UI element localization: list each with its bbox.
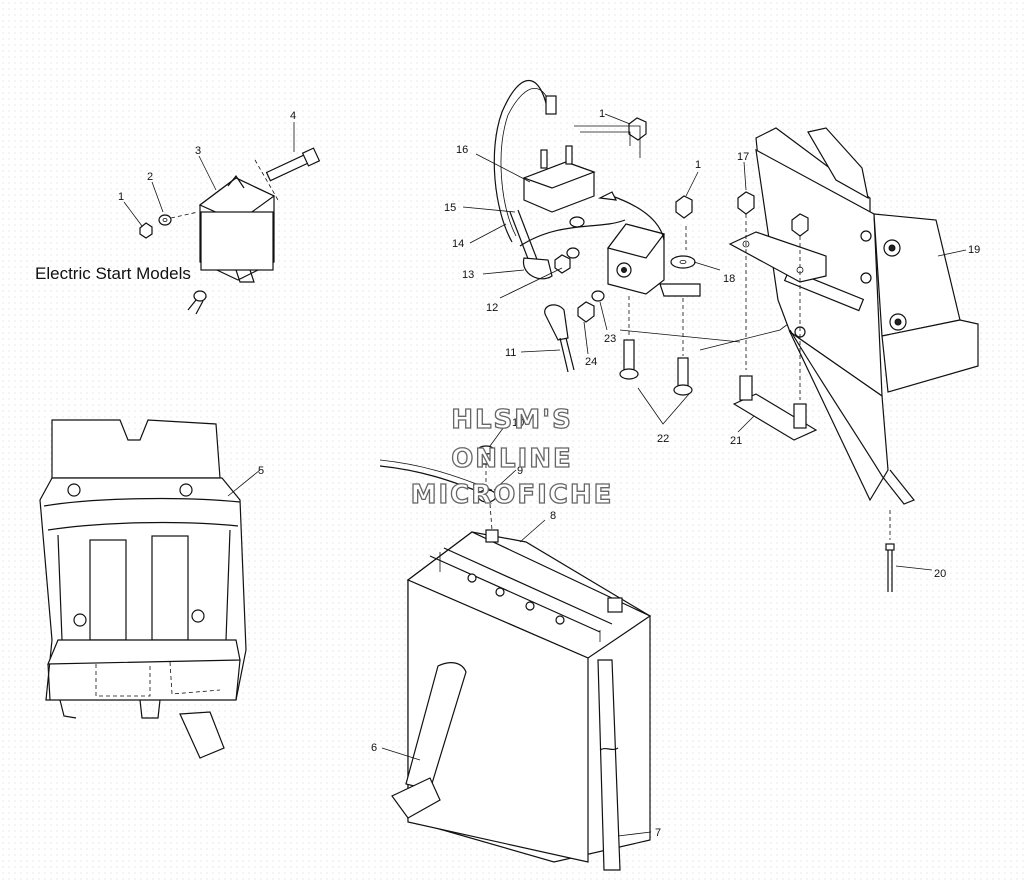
callout-label: 14 xyxy=(452,238,464,250)
callout-label: 1 xyxy=(695,159,701,171)
callout-label: 17 xyxy=(737,151,749,163)
callout-label: 6 xyxy=(371,742,377,754)
callout-label: 13 xyxy=(462,269,474,281)
callout-label: 7 xyxy=(655,827,661,839)
watermark: HLSM'S ONLINE MICROFICHE xyxy=(410,404,614,510)
callout-label: 2 xyxy=(147,171,153,183)
callout-label: 4 xyxy=(290,110,296,122)
callout-label: 12 xyxy=(486,302,498,314)
callout-label: 18 xyxy=(723,273,735,285)
callout-label: 8 xyxy=(550,510,556,522)
callout-label: 23 xyxy=(604,333,616,345)
callout-label: 15 xyxy=(444,202,456,214)
callout-label: 1 xyxy=(118,191,124,203)
callout-label: 22 xyxy=(657,433,669,445)
starter-solenoid-assembly xyxy=(462,80,821,425)
washer-part xyxy=(158,214,172,226)
bolt-22-part xyxy=(619,339,693,396)
nut-part xyxy=(139,222,153,239)
callout-label: 10 xyxy=(512,417,524,429)
callout-label: 3 xyxy=(195,145,201,157)
callout-label: 20 xyxy=(934,568,946,580)
watermark-line: ONLINE xyxy=(451,444,573,474)
callout-label: 16 xyxy=(456,144,468,156)
callout-label: 9 xyxy=(517,465,523,477)
watermark-line: HLSM'S xyxy=(451,405,573,435)
callout-label: 1 xyxy=(599,108,605,120)
watermark-line: MICROFICHE xyxy=(411,480,614,510)
mounting-bracket-assembly xyxy=(728,127,979,592)
battery-part xyxy=(379,419,652,871)
solenoid-body-part xyxy=(198,174,276,283)
callout-label: 21 xyxy=(730,435,742,447)
callout-label: 11 xyxy=(505,347,516,359)
solenoid-assembly xyxy=(123,122,321,315)
callout-label: 24 xyxy=(585,356,597,368)
electric-start-caption: Electric Start Models xyxy=(35,264,191,283)
battery-box-part xyxy=(39,419,261,759)
callout-labels: 1 2 3 4 16 15 14 13 12 1 1 17 18 19 11 2… xyxy=(118,108,980,839)
callout-label: 19 xyxy=(968,244,980,256)
callout-label: 5 xyxy=(258,465,264,477)
